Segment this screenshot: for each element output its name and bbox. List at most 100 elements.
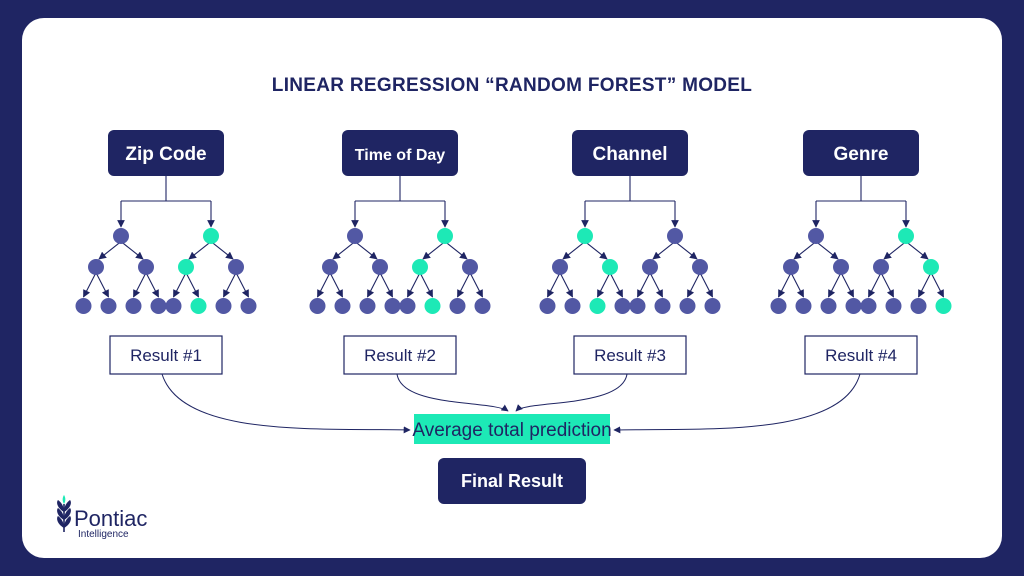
- tree-node-highlighted: [898, 228, 914, 244]
- tree-node: [347, 228, 363, 244]
- tree-edge: [95, 272, 109, 298]
- tree-node: [692, 259, 708, 275]
- tree-node: [462, 259, 478, 275]
- result-label: Result #1: [130, 346, 202, 365]
- tree-node: [228, 259, 244, 275]
- result-label: Result #2: [364, 346, 436, 365]
- feature-label: Genre: [834, 144, 889, 165]
- diagram-card: LINEAR REGRESSION “RANDOM FOREST” MODEL …: [22, 18, 1002, 558]
- tree-node: [150, 298, 167, 314]
- tree-node: [100, 298, 117, 314]
- tree-node: [564, 298, 581, 314]
- tree-edge: [422, 241, 446, 260]
- result-label: Result #4: [825, 346, 897, 365]
- aggregation-arrow-2: [396, 373, 509, 412]
- tree-node: [322, 259, 338, 275]
- tree-node: [820, 298, 837, 314]
- tree-node: [873, 259, 889, 275]
- tree-edge: [790, 272, 804, 298]
- result-box: Result #4: [804, 335, 918, 375]
- tree-edge: [407, 272, 421, 298]
- tree-edge: [145, 272, 159, 298]
- tree-edge: [793, 241, 817, 260]
- tree-node-highlighted: [178, 259, 194, 275]
- tree-edge: [840, 272, 854, 298]
- random-forest-diagram: LINEAR REGRESSION “RANDOM FOREST” MODEL …: [57, 75, 952, 540]
- tree-node: [552, 259, 568, 275]
- tree-node: [372, 259, 388, 275]
- tree-edge: [83, 272, 97, 298]
- tree-edge: [223, 272, 237, 298]
- tree-node-highlighted: [424, 298, 441, 314]
- tree-node: [679, 298, 696, 314]
- tree-node: [88, 259, 104, 275]
- tree-edge: [562, 241, 586, 260]
- tree-node: [833, 259, 849, 275]
- tree-node: [654, 298, 671, 314]
- tree-node: [474, 298, 491, 314]
- tree-edge: [547, 272, 561, 298]
- tree-edge: [210, 241, 234, 260]
- tree-node: [704, 298, 721, 314]
- tree-node: [885, 298, 902, 314]
- logo-tagline: Intelligence: [78, 529, 129, 540]
- tree-node-highlighted: [589, 298, 606, 314]
- tree-node: [642, 259, 658, 275]
- result-box-border: [573, 335, 687, 375]
- tree-edge: [444, 241, 468, 260]
- tree-edge: [652, 241, 676, 260]
- tree-node: [138, 259, 154, 275]
- tree-node-highlighted: [577, 228, 593, 244]
- aggregation-arrow-4: [613, 373, 861, 434]
- tree-node-highlighted: [190, 298, 207, 314]
- result-box-border: [804, 335, 918, 375]
- aggregation-arrows: [161, 373, 861, 434]
- diagram-title: LINEAR REGRESSION “RANDOM FOREST” MODEL: [272, 75, 752, 96]
- tree-node: [539, 298, 556, 314]
- tree-node: [125, 298, 142, 314]
- tree-edge: [778, 272, 792, 298]
- tree-edge: [674, 241, 698, 260]
- result-box: Result #2: [343, 335, 457, 375]
- final-result-label: Final Result: [461, 471, 563, 491]
- tree-edge: [354, 241, 378, 260]
- tree-edge: [332, 241, 356, 260]
- aggregation-arrow-1: [161, 373, 411, 434]
- tree-edge: [457, 272, 471, 298]
- tree-edge: [609, 272, 623, 298]
- wheat-icon: [57, 495, 71, 532]
- tree-edge: [828, 272, 842, 298]
- tree-edge: [880, 272, 894, 298]
- tree-edge: [597, 272, 611, 298]
- tree-edge: [559, 272, 573, 298]
- tree-node: [240, 298, 257, 314]
- tree-edge: [317, 272, 331, 298]
- tree-node: [845, 298, 862, 314]
- average-prediction-label: Average total prediction: [412, 420, 611, 441]
- feature-box: Genre: [803, 130, 919, 176]
- tree-node: [399, 298, 416, 314]
- feature-box-bg: [803, 130, 919, 176]
- feature-box: Zip Code: [108, 130, 224, 176]
- tree-node-highlighted: [412, 259, 428, 275]
- tree-edge: [905, 241, 929, 260]
- tree-node: [629, 298, 646, 314]
- tree-edge: [329, 272, 343, 298]
- feature-label: Channel: [593, 144, 668, 165]
- tree-edge: [815, 241, 839, 260]
- tree-node: [215, 298, 232, 314]
- tree-node: [783, 259, 799, 275]
- tree-edge: [918, 272, 932, 298]
- result-box-border: [109, 335, 223, 375]
- tree-node: [75, 298, 92, 314]
- tree-node-highlighted: [437, 228, 453, 244]
- tree-node: [384, 298, 401, 314]
- pontiac-logo: Pontiac Intelligence: [57, 495, 147, 540]
- result-box-border: [343, 335, 457, 375]
- tree-edge: [883, 241, 907, 260]
- tree-node: [667, 228, 683, 244]
